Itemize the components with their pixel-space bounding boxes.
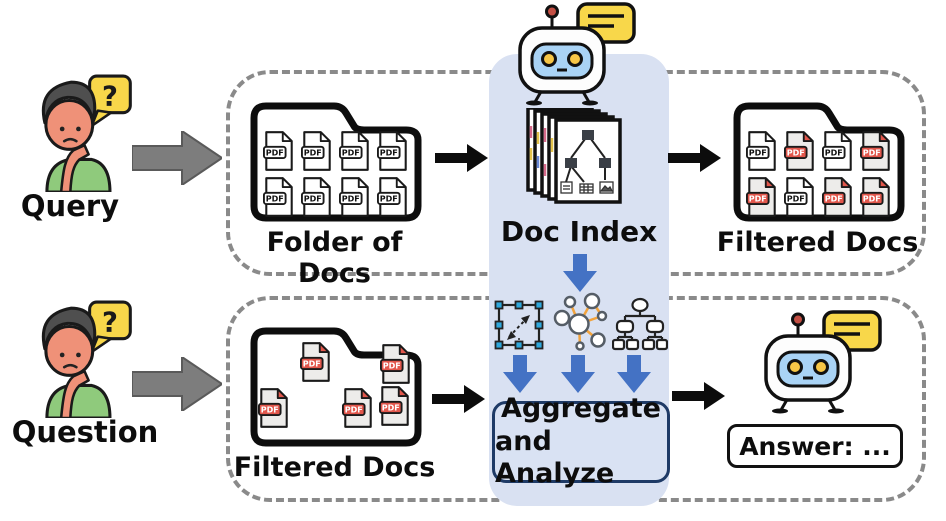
aggregate-label-line2: and Analyze <box>495 425 615 490</box>
svg-text:PDF: PDF <box>382 404 400 413</box>
folder-of-docs-label: Folder of Docs <box>266 227 403 290</box>
folder-of-docs-icon: PDF PDF PDF PDF PDF PDF PDF PDF <box>242 90 427 225</box>
svg-text:PDF: PDF <box>863 195 881 204</box>
pdf-icon-white: PDF <box>822 130 854 172</box>
blue-down-arrow-icon <box>561 355 595 393</box>
svg-text:PDF: PDF <box>787 195 805 204</box>
pdf-icon-red: PDF <box>860 176 892 218</box>
gray-arrow-icon <box>132 131 222 185</box>
folder-outline <box>250 102 422 222</box>
thinking-person-icon: ? <box>41 300 132 418</box>
svg-text:PDF: PDF <box>261 406 279 415</box>
folder-outline <box>733 102 905 222</box>
pdf-icon-white: PDF <box>301 176 333 218</box>
svg-text:PDF: PDF <box>304 149 322 158</box>
svg-text:PDF: PDF <box>303 360 321 369</box>
filtered-docs-bottom-icon: PDF PDF PDF PDF PDF <box>242 315 427 450</box>
question-mark: ? <box>102 308 118 339</box>
pdf-icon-white: PDF <box>377 176 409 218</box>
black-arrow-icon <box>668 144 721 172</box>
question-mark: ? <box>102 82 118 113</box>
pdf-icon-white: PDF <box>301 130 333 172</box>
svg-text:PDF: PDF <box>380 195 398 204</box>
pdf-icon-white: PDF <box>263 176 295 218</box>
svg-text:PDF: PDF <box>304 195 322 204</box>
svg-text:PDF: PDF <box>825 149 843 158</box>
filtered-docs-bottom-label: Filtered Docs <box>233 452 436 483</box>
svg-text:PDF: PDF <box>863 149 881 158</box>
answer-label: Answer: ... <box>739 431 891 461</box>
pdf-grid: PDF PDF PDF PDF PDF PDF PDF PDF <box>263 130 415 218</box>
svg-text:PDF: PDF <box>380 149 398 158</box>
pdf-icon-white: PDF <box>339 176 371 218</box>
pdf-grid: PDF PDF PDF PDF PDF PDF PDF PDF <box>746 130 898 218</box>
tree-chart-icon <box>612 297 668 351</box>
blue-down-arrow-icon <box>563 254 597 292</box>
pdf-icon-white: PDF <box>746 130 778 172</box>
svg-text:PDF: PDF <box>787 149 805 158</box>
blue-down-arrow-icon <box>617 355 651 393</box>
pdf-icon-red: PDF <box>379 385 411 427</box>
network-graph-icon <box>553 292 608 351</box>
pdf-icon-white: PDF <box>784 176 816 218</box>
svg-text:PDF: PDF <box>749 195 767 204</box>
doc-index-icon <box>526 108 622 204</box>
pdf-icon-red: PDF <box>746 176 778 218</box>
scatter-select-icon <box>494 300 544 350</box>
question-label: Question <box>11 415 159 449</box>
pdf-scatter: PDF PDF PDF PDF PDF <box>242 315 427 450</box>
pdf-icon-red: PDF <box>822 176 854 218</box>
pdf-icon-white: PDF <box>263 130 295 172</box>
thinking-person-icon: ? <box>41 74 132 192</box>
svg-text:PDF: PDF <box>266 195 284 204</box>
gray-arrow-icon <box>132 357 222 411</box>
doc-index-label: Doc Index <box>500 215 658 248</box>
pdf-icon-white: PDF <box>339 130 371 172</box>
pdf-icon-red: PDF <box>300 341 332 383</box>
black-arrow-icon <box>672 382 725 410</box>
pdf-icon-red: PDF <box>784 130 816 172</box>
black-arrow-icon <box>432 385 485 413</box>
black-arrow-icon <box>435 144 488 172</box>
svg-text:PDF: PDF <box>266 149 284 158</box>
svg-text:PDF: PDF <box>342 149 360 158</box>
aggregate-analyze-box: Aggregate and Analyze <box>492 393 670 489</box>
svg-text:PDF: PDF <box>345 406 363 415</box>
folder-outline <box>250 327 422 447</box>
svg-text:PDF: PDF <box>383 362 401 371</box>
svg-text:PDF: PDF <box>825 195 843 204</box>
robot-icon <box>764 310 882 414</box>
pdf-icon-red: PDF <box>258 387 290 429</box>
pdf-icon-red: PDF <box>860 130 892 172</box>
pdf-icon-red: PDF <box>380 343 412 385</box>
answer-box: Answer: ... <box>727 424 903 468</box>
query-label: Query <box>20 189 120 223</box>
blue-down-arrow-icon <box>503 355 537 393</box>
filtered-docs-top-icon: PDF PDF PDF PDF PDF PDF PDF PDF <box>725 90 910 225</box>
aggregate-label-line1: Aggregate <box>501 393 661 425</box>
filtered-docs-top-label: Filtered Docs <box>716 227 919 258</box>
svg-text:PDF: PDF <box>342 195 360 204</box>
pdf-icon-white: PDF <box>377 130 409 172</box>
pdf-icon-red: PDF <box>342 387 374 429</box>
svg-text:PDF: PDF <box>749 149 767 158</box>
robot-icon <box>518 2 636 106</box>
